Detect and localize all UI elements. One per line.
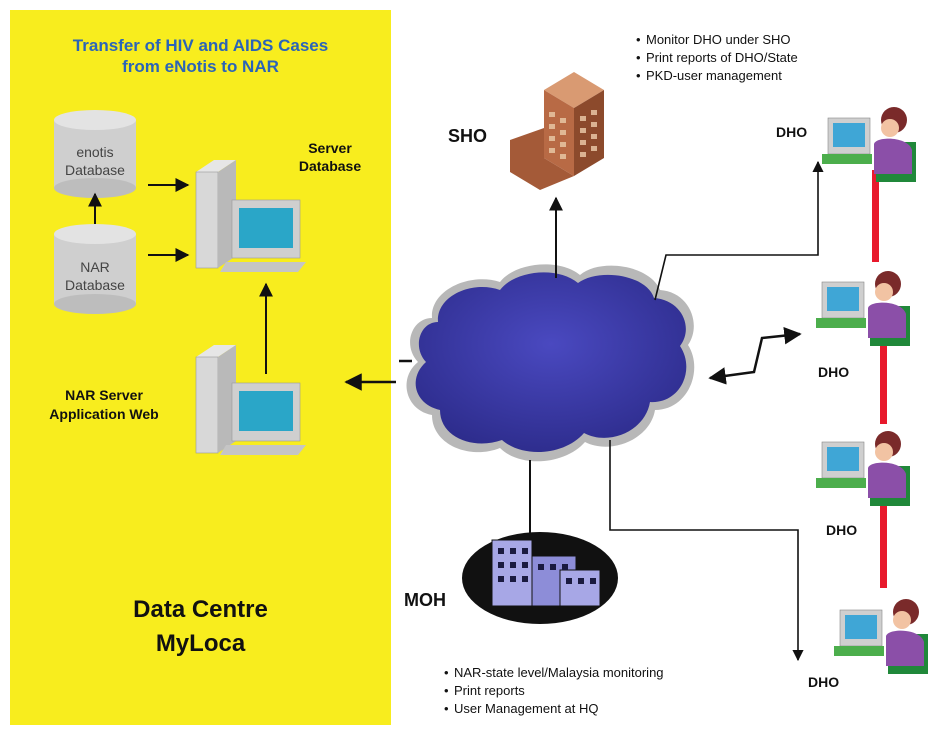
cloud-to-dho4-arrow bbox=[609, 440, 804, 662]
dho-workstation-icon-4 bbox=[834, 599, 928, 674]
nar-server-label-line1: NAR Server bbox=[65, 387, 143, 403]
enotis-database-label-line1: enotis bbox=[76, 144, 114, 160]
dho-workstation-icon-1 bbox=[822, 107, 916, 182]
dho-label-3: DHO bbox=[826, 522, 858, 538]
dho-label-2: DHO bbox=[818, 364, 850, 380]
moh-label: MOH bbox=[404, 590, 446, 610]
sho-note: Monitor DHO under SHO bbox=[636, 31, 798, 49]
sho-note: PKD-user management bbox=[636, 67, 798, 85]
server-database-computer-icon bbox=[195, 160, 306, 272]
moh-note: User Management at HQ bbox=[444, 700, 664, 718]
cloud-to-dho1-arrow bbox=[654, 160, 824, 301]
sho-building-icon bbox=[510, 72, 604, 190]
panel-title-line2: from eNotis to NAR bbox=[122, 57, 279, 76]
moh-notes: NAR-state level/Malaysia monitoring Prin… bbox=[444, 664, 664, 718]
sho-note: Print reports of DHO/State bbox=[636, 49, 798, 67]
myloca-label: MyLoca bbox=[155, 630, 246, 657]
dho3-dho4-red-link bbox=[880, 496, 887, 588]
panel-title-line1: Transfer of HIV and AIDS Cases bbox=[72, 36, 329, 55]
dho1-dho2-red-link bbox=[872, 170, 879, 262]
enotis-database-label: enotis Database bbox=[50, 143, 140, 179]
network-cloud-icon bbox=[406, 264, 695, 462]
data-centre-label: Data Centre bbox=[133, 596, 268, 623]
enotis-database-icon bbox=[54, 110, 136, 198]
moh-note: Print reports bbox=[444, 682, 664, 700]
dho-label-4: DHO bbox=[808, 674, 840, 690]
sho-notes: Monitor DHO under SHO Print reports of D… bbox=[636, 31, 798, 85]
nar-server-label-line2: Application Web bbox=[49, 406, 159, 422]
nar-database-label: NAR Database bbox=[50, 258, 140, 294]
dho-workstation-icon-3 bbox=[816, 431, 910, 506]
moh-note: NAR-state level/Malaysia monitoring bbox=[444, 664, 664, 682]
sho-label: SHO bbox=[448, 126, 488, 146]
nar-server-label: NAR Server Application Web bbox=[34, 386, 174, 424]
server-database-label-line2: Database bbox=[298, 158, 362, 174]
server-database-label: Server Database bbox=[280, 139, 380, 175]
nar-server-computer-icon bbox=[195, 345, 306, 455]
nar-database-label-line1: NAR bbox=[80, 259, 110, 275]
moh-building-icon bbox=[462, 532, 618, 624]
dho-label-1: DHO bbox=[776, 124, 808, 140]
dho-workstation-icon-2 bbox=[816, 271, 910, 346]
nar-database-icon bbox=[54, 224, 136, 314]
dho2-dho3-red-link bbox=[880, 332, 887, 424]
nar-database-label-line2: Database bbox=[65, 277, 125, 293]
cloud-dho2-bidirectional-arrow bbox=[708, 326, 802, 385]
enotis-database-label-line2: Database bbox=[65, 162, 125, 178]
server-database-label-line1: Server bbox=[308, 140, 352, 156]
